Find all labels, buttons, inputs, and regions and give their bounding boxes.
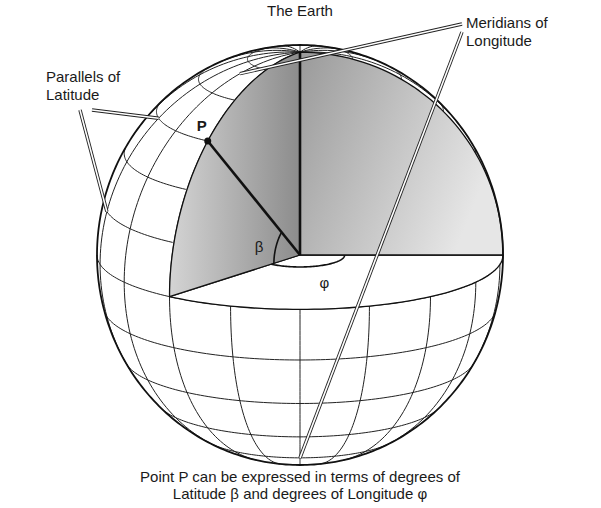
grid-line bbox=[300, 309, 301, 465]
radius-line bbox=[208, 141, 300, 255]
grid-line bbox=[170, 52, 300, 460]
latitude-angle-arc bbox=[274, 233, 281, 264]
globe-outline bbox=[97, 45, 503, 465]
meridian-plane bbox=[300, 52, 503, 255]
grid-line bbox=[124, 52, 300, 446]
meridians-label: Meridians of Longitude bbox=[466, 14, 592, 50]
grid-line bbox=[104, 200, 173, 243]
latitude-symbol: β bbox=[255, 238, 264, 256]
leader-line bbox=[80, 110, 107, 212]
grid-line bbox=[126, 364, 473, 404]
leader-line bbox=[92, 110, 159, 118]
leader-line bbox=[92, 110, 159, 118]
leader-line bbox=[300, 32, 462, 458]
leader-lines bbox=[80, 24, 462, 458]
title: The Earth bbox=[267, 2, 333, 20]
longitude-angle-arc bbox=[271, 255, 344, 267]
grid-line bbox=[300, 45, 301, 52]
leader-line bbox=[240, 24, 462, 74]
meridian-plane bbox=[170, 52, 300, 296]
leader-line bbox=[240, 24, 462, 74]
grid-line bbox=[124, 147, 186, 189]
grid-line bbox=[344, 297, 431, 460]
leader-line bbox=[300, 32, 462, 458]
leader-line bbox=[80, 110, 107, 212]
grid-line bbox=[384, 282, 476, 446]
grid-line bbox=[100, 52, 300, 373]
longitude-symbol: φ bbox=[319, 274, 329, 292]
grid-line bbox=[231, 306, 281, 464]
point-label: P bbox=[195, 117, 209, 135]
grid-line bbox=[162, 409, 437, 437]
grid-lines bbox=[97, 45, 503, 465]
parallels-label: Parallels of Latitude bbox=[46, 68, 146, 104]
point-p bbox=[204, 138, 211, 145]
grid-line bbox=[97, 255, 503, 309]
grid-line bbox=[199, 67, 235, 100]
grid-line bbox=[105, 312, 496, 360]
caption: Point P can be expressed in terms of deg… bbox=[125, 468, 475, 502]
grid-line bbox=[300, 46, 318, 52]
polar-axis bbox=[299, 52, 302, 255]
